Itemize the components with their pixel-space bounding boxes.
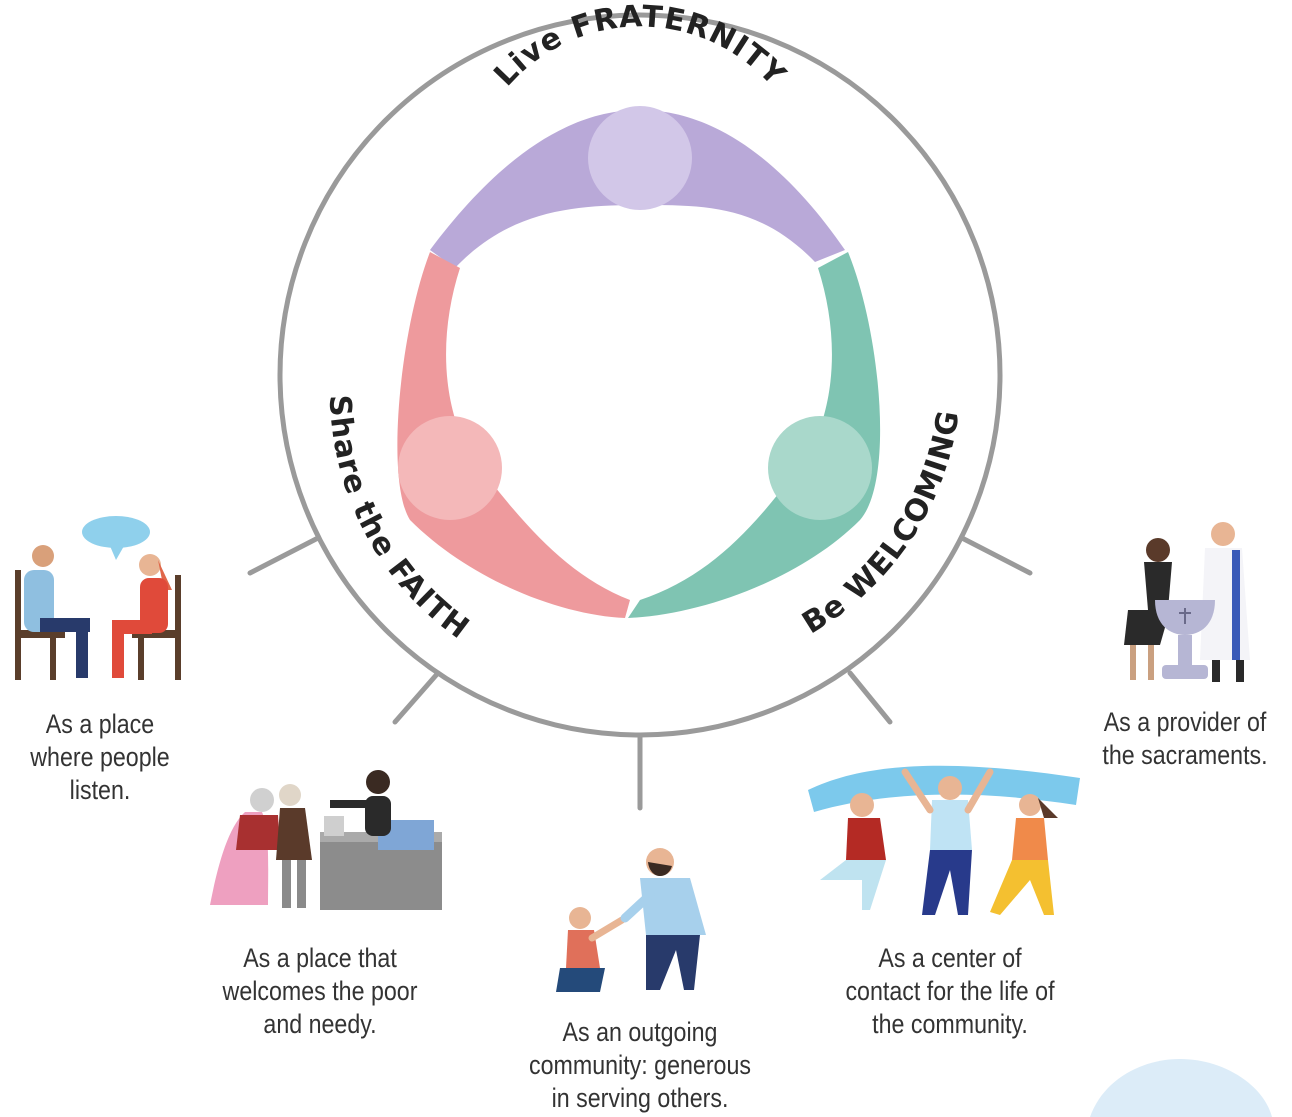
caption-outgoing: As an outgoing community: generous in se… — [529, 1017, 751, 1113]
community-celebration-icon — [808, 765, 1080, 915]
caption-poor: As a place that welcomes the poor and ne… — [222, 943, 418, 1039]
connector-lines — [247, 535, 1033, 811]
connector-line-listen — [247, 535, 321, 576]
baptism-icon — [1124, 522, 1250, 682]
caption-center: As a center of contact for the life of t… — [845, 943, 1055, 1039]
serving-the-poor-icon — [210, 770, 442, 910]
pink-figure — [397, 252, 630, 618]
decorative-blob — [1090, 1059, 1272, 1117]
connector-line-poor — [392, 670, 441, 725]
connector-line-sacraments — [959, 535, 1033, 576]
green-figure — [628, 252, 881, 618]
figures-holding-hands — [397, 106, 881, 618]
caption-sacraments: As a provider of the sacraments. — [1102, 707, 1268, 770]
helping-hand-icon — [556, 848, 706, 992]
live-fraternity-label: Live FRATERNITY — [487, 0, 792, 93]
connector-line-center — [847, 670, 893, 725]
purple-figure — [430, 106, 845, 268]
caption-listen: As a place where people listen. — [30, 709, 170, 805]
two-people-talking-icon — [15, 516, 181, 680]
outer-ring — [277, 12, 1003, 738]
